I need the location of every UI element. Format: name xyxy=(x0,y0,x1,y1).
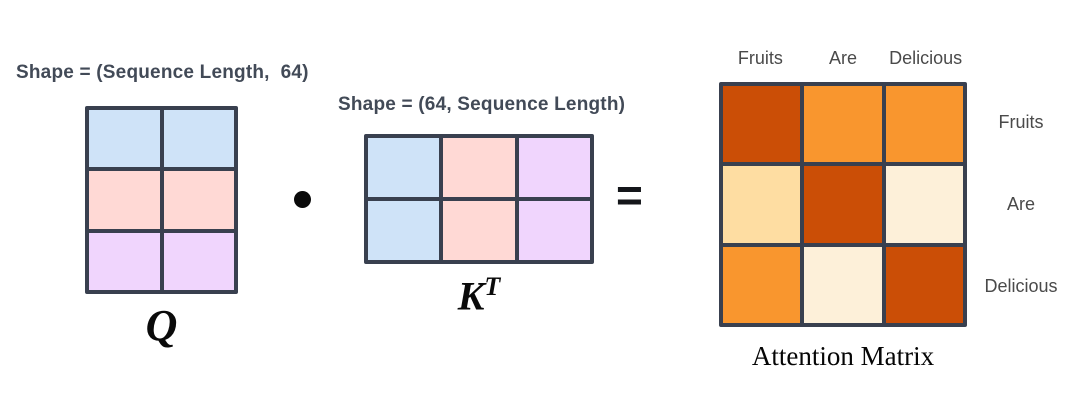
matrix-cell xyxy=(443,138,515,197)
matrix-cell xyxy=(163,110,234,168)
dot-operator-icon xyxy=(294,191,311,208)
matrix-cell xyxy=(518,201,590,260)
kt-matrix xyxy=(364,134,594,264)
matrix-cell xyxy=(804,246,882,323)
matrix-cell xyxy=(723,166,801,243)
q-matrix-label: Q xyxy=(145,301,178,350)
attention-col-label-are: Are xyxy=(829,48,858,68)
matrix-cell xyxy=(723,246,801,323)
q-matrix xyxy=(85,106,238,294)
attention-row-label-are: Are xyxy=(1006,194,1035,214)
kt-shape-label: Shape = (64, Sequence Length) xyxy=(338,94,626,115)
attention-column-labels: Fruits Are Delicious xyxy=(719,48,967,72)
kt-label-base: K xyxy=(457,273,485,319)
matrix-cell xyxy=(804,166,882,243)
matrix-cell xyxy=(443,201,515,260)
attention-matrix xyxy=(719,82,967,327)
matrix-cell xyxy=(723,86,801,163)
matrix-cell xyxy=(804,86,882,163)
attention-col-label-delicious: Delicious xyxy=(889,48,963,68)
attention-row-labels: Fruits Are Delicious xyxy=(975,82,1067,327)
matrix-cell xyxy=(89,232,160,290)
matrix-cell xyxy=(885,86,963,163)
matrix-cell xyxy=(163,232,234,290)
attention-matrix-title: Attention Matrix xyxy=(751,341,935,371)
matrix-cell xyxy=(89,110,160,168)
equals-operator: = xyxy=(616,169,643,221)
matrix-cell xyxy=(368,201,440,260)
matrix-cell xyxy=(518,138,590,197)
matrix-cell xyxy=(163,171,234,229)
q-shape-label: Shape = (Sequence Length, 64) xyxy=(16,62,309,83)
matrix-cell xyxy=(885,166,963,243)
attention-row-label-delicious: Delicious xyxy=(984,275,1058,296)
attention-row-label-fruits: Fruits xyxy=(998,112,1044,133)
kt-label-superscript: T xyxy=(484,272,501,301)
kt-matrix-label: KT xyxy=(364,272,594,319)
attention-col-label-fruits: Fruits xyxy=(737,48,783,68)
matrix-cell xyxy=(89,171,160,229)
matrix-cell xyxy=(885,246,963,323)
matrix-cell xyxy=(368,138,440,197)
